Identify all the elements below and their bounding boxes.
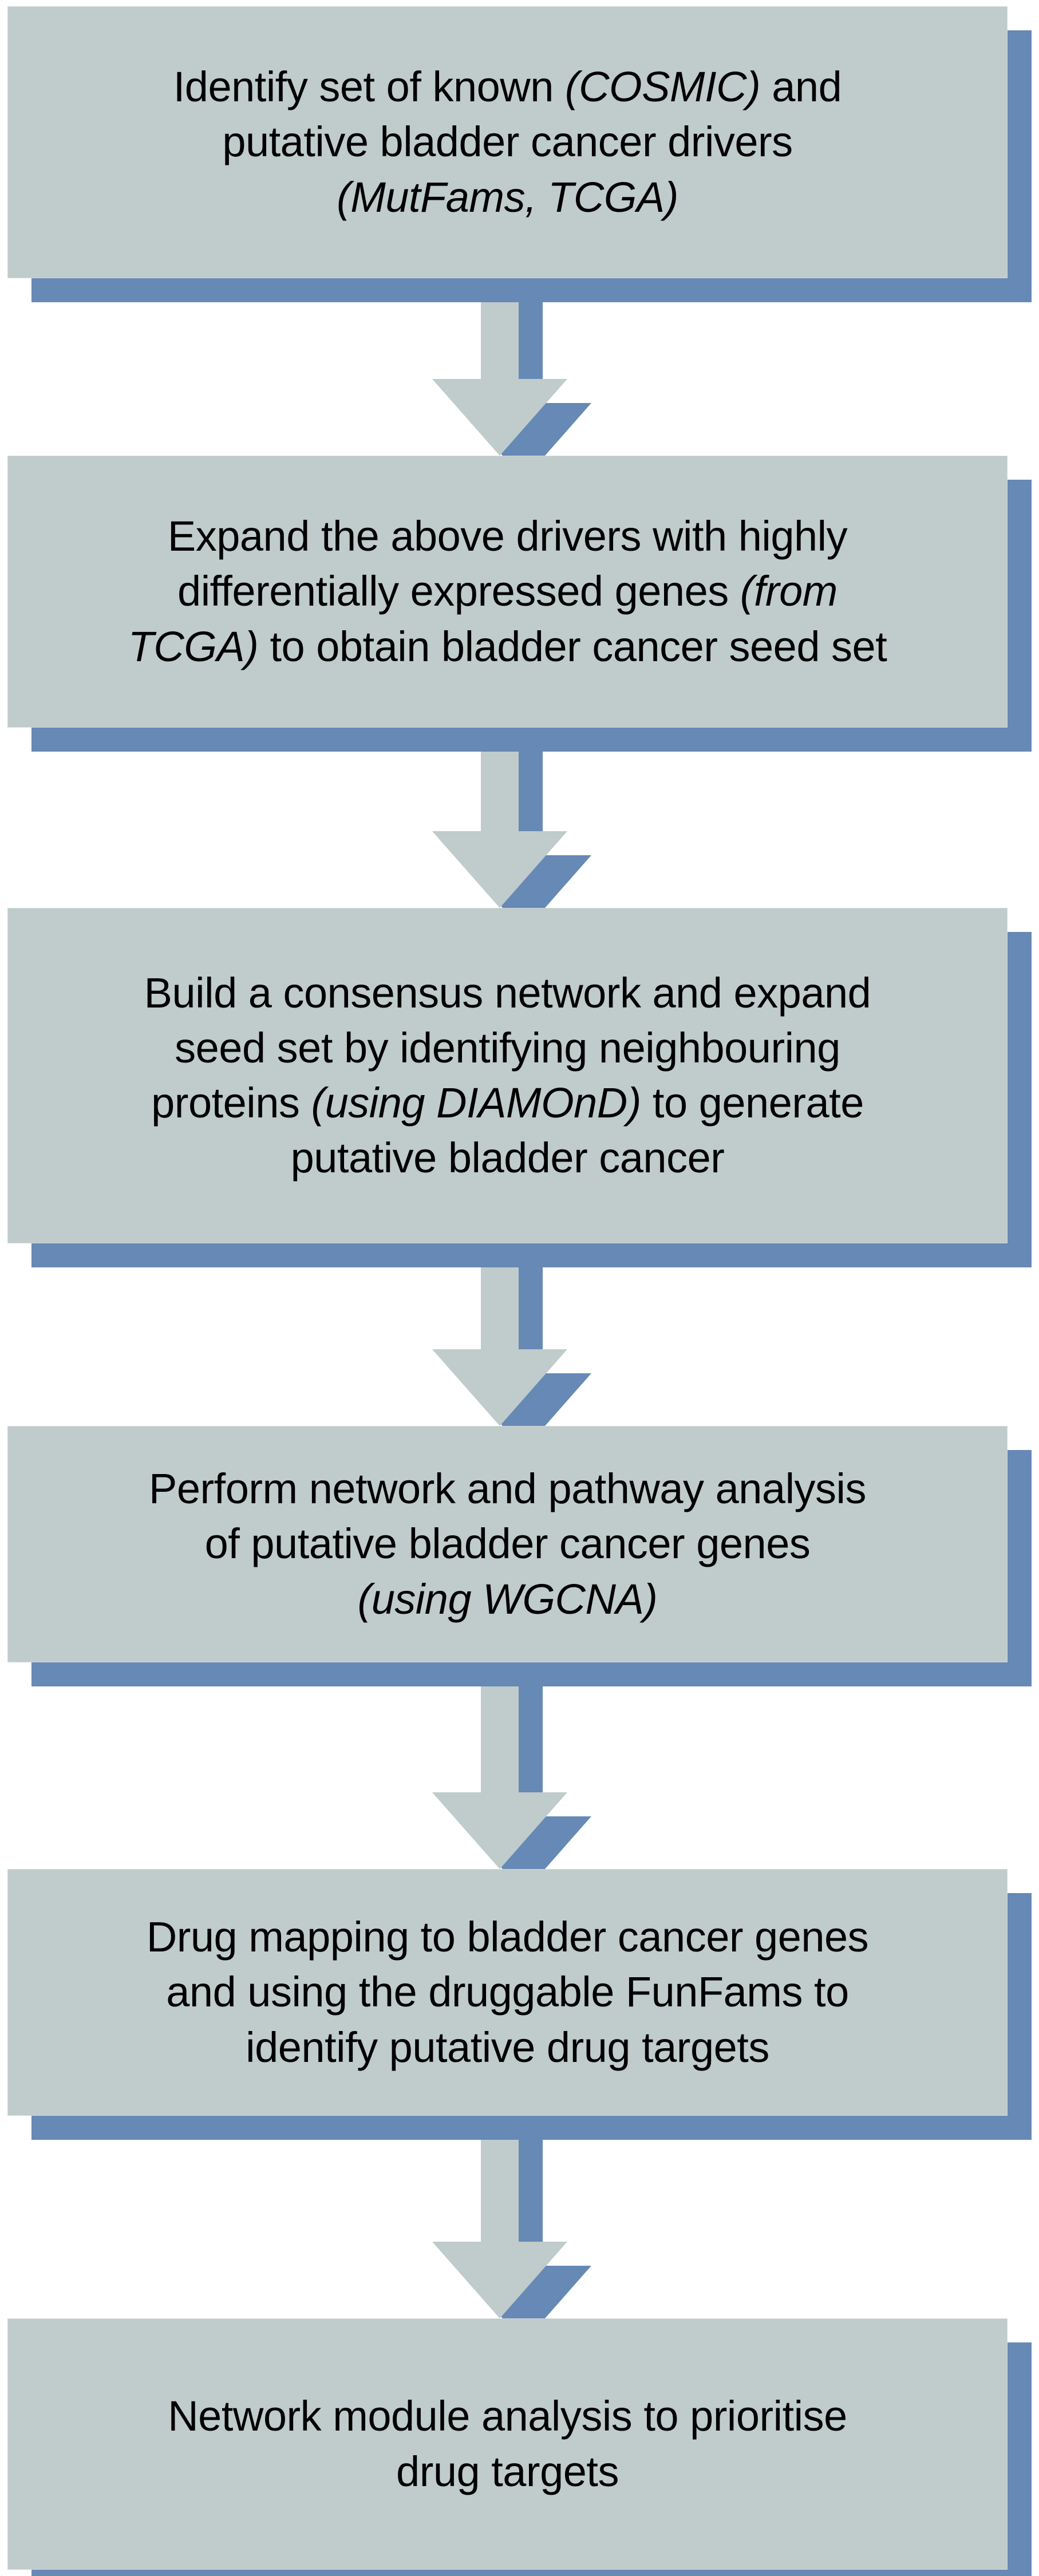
process-step-4-label: Perform network and pathway analysis of p… — [8, 1461, 1007, 1627]
plain-text: of putative bladder cancer genes — [204, 1520, 811, 1568]
connector-arrow-1-to-2 — [432, 278, 595, 483]
plain-text: drug targets — [396, 2447, 619, 2495]
process-step-3-line-3: proteins (using DIAMOnD) to generate — [27, 1076, 987, 1131]
emphasis-text: TCGA) — [128, 622, 259, 670]
connector-arrow-5-to-6 — [432, 2116, 595, 2346]
connector-arrow-2-to-3 — [432, 728, 595, 935]
plain-text: differentially expressed genes — [177, 567, 740, 615]
connector-arrow-body — [432, 728, 567, 908]
process-step-2-line-1: Expand the above drivers with highly — [27, 509, 987, 564]
plain-text: Perform network and pathway analysis — [149, 1465, 866, 1513]
connector-arrow-body — [432, 278, 567, 456]
plain-text: Identify set of known — [173, 63, 565, 111]
process-step-6-line-2: drug targets — [27, 2444, 987, 2499]
process-step-6-box[interactable]: Network module analysis to prioritise dru… — [7, 2318, 1008, 2570]
connector-arrow-3-to-4 — [432, 1243, 595, 1453]
connector-arrow-body — [432, 1243, 567, 1426]
plain-text: Drug mapping to bladder cancer genes — [146, 1913, 869, 1961]
process-step-5-line-1: Drug mapping to bladder cancer genes — [27, 1910, 987, 1965]
process-step-6-label: Network module analysis to prioritise dru… — [8, 2389, 1007, 2499]
connector-arrow-shadow — [456, 1686, 591, 1893]
plain-text: putative bladder cancer drivers — [222, 118, 793, 166]
emphasis-text: (using WGCNA) — [357, 1575, 658, 1623]
plain-text: proteins — [151, 1079, 311, 1127]
process-step-3-line-2: seed set by identifying neighbouring — [27, 1021, 987, 1076]
process-step-5-line-2: and using the druggable FunFams to — [27, 1965, 987, 2020]
process-step-2-line-3: TCGA) to obtain bladder cancer seed set — [27, 619, 987, 674]
process-step-3-line-1: Build a consensus network and expand — [27, 966, 987, 1021]
emphasis-text: (using DIAMOnD) — [311, 1079, 641, 1127]
process-step-2-line-2: differentially expressed genes (from — [27, 564, 987, 619]
plain-text: and — [760, 63, 842, 111]
plain-text: Expand the above drivers with highly — [167, 512, 848, 560]
process-step-5-box[interactable]: Drug mapping to bladder cancer genes and … — [7, 1869, 1008, 2116]
process-step-4-line-2: of putative bladder cancer genes — [27, 1516, 987, 1571]
plain-text: and using the druggable FunFams to — [166, 1968, 849, 2016]
process-step-4-line-3: (using WGCNA) — [27, 1572, 987, 1627]
emphasis-text: (COSMIC) — [564, 63, 761, 111]
process-step-5-line-3: identify putative drug targets — [27, 2020, 987, 2075]
connector-arrow-shadow — [456, 2140, 591, 2342]
process-step-3-box[interactable]: Build a consensus network and expand seed… — [7, 908, 1008, 1243]
plain-text: identify putative drug targets — [246, 2023, 769, 2071]
plain-text: putative bladder cancer — [290, 1134, 725, 1182]
plain-text: to generate — [641, 1079, 864, 1127]
process-step-6-line-1: Network module analysis to prioritise — [27, 2389, 987, 2444]
process-step-4-box[interactable]: Perform network and pathway analysis of p… — [7, 1426, 1008, 1662]
process-step-5-label: Drug mapping to bladder cancer genes and … — [8, 1910, 1007, 2075]
emphasis-text: (MutFams, TCGA) — [337, 173, 678, 221]
emphasis-text: (from — [740, 567, 838, 615]
plain-text: Build a consensus network and expand — [144, 969, 871, 1017]
process-step-1-line-1: Identify set of known (COSMIC) and — [27, 60, 987, 114]
plain-text: Network module analysis to prioritise — [168, 2392, 847, 2440]
process-step-3-line-4: putative bladder cancer — [27, 1131, 987, 1186]
plain-text: to obtain bladder cancer seed set — [258, 622, 887, 670]
connector-arrow-body — [432, 2116, 567, 2318]
process-step-1-line-2: putative bladder cancer drivers — [27, 114, 987, 169]
process-step-4-line-1: Perform network and pathway analysis — [27, 1461, 987, 1516]
process-step-3-label: Build a consensus network and expand seed… — [8, 966, 1007, 1186]
connector-arrow-body — [432, 1662, 567, 1869]
plain-text: seed set by identifying neighbouring — [175, 1024, 840, 1072]
connector-arrow-4-to-5 — [432, 1662, 595, 1897]
process-step-1-line-3: (MutFams, TCGA) — [27, 170, 987, 225]
